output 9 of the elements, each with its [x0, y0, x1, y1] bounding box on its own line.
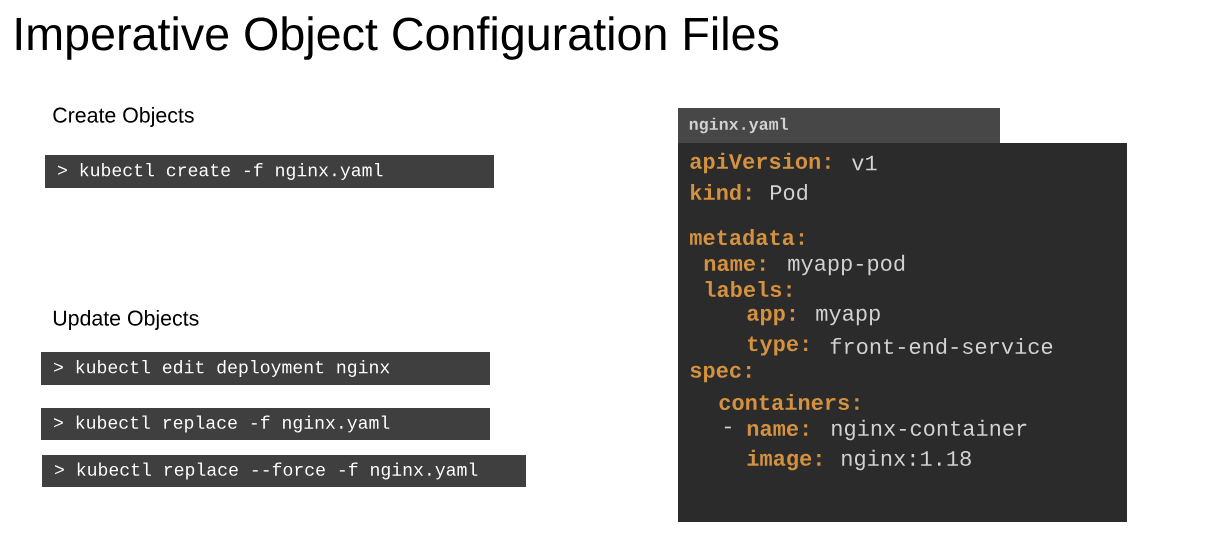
file-tab: nginx.yaml	[678, 108, 1000, 143]
section-heading: Update Objects	[53, 310, 199, 330]
title: Imperative Object Configuration Files	[16, 16, 779, 60]
command-box: > kubectl create -f nginx.yaml	[45, 155, 494, 188]
code-panel: apiVersion: v1 kind: Pod metadata: name: myapp-pod labels: app: myapp type: front-end-service spec: containers: - name: nginx-container image: nginx:1.18	[678, 143, 1127, 522]
command-box: > kubectl edit deployment nginx	[41, 352, 490, 385]
command-box: > kubectl replace --force -f nginx.yaml	[42, 455, 526, 487]
command-box: > kubectl replace -f nginx.yaml	[41, 408, 490, 440]
section-heading: Create Objects	[53, 107, 194, 127]
